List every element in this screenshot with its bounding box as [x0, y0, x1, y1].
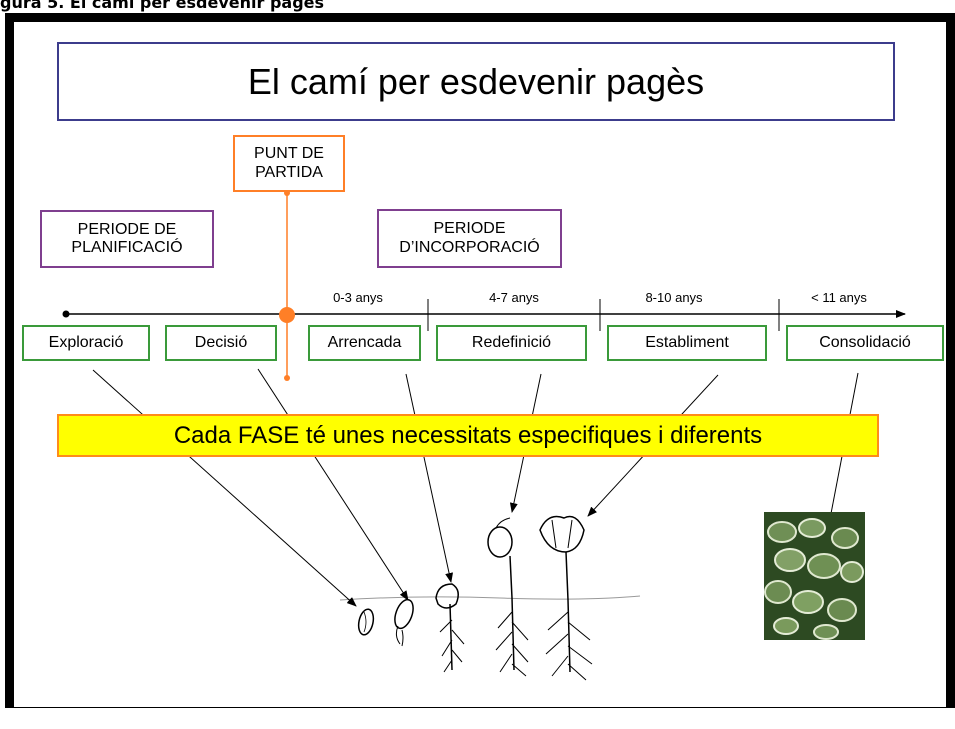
mature-plant-image [764, 512, 865, 640]
diagram-title: El camí per esdevenir pagès [57, 42, 895, 121]
soil-line [339, 595, 641, 601]
phase-connector-arrow [92, 369, 357, 607]
planning-period-line2: PLANIFICACIÓ [71, 239, 183, 256]
seed-illustration [357, 608, 375, 636]
phase-connector-arrow [257, 368, 409, 601]
figure-caption: gura 5. El camí per esdevenir pagès [0, 0, 325, 12]
phase-consolidacio: Consolidació [786, 325, 944, 361]
phase-establiment: Establiment [607, 325, 767, 361]
phase-exploracio: Exploració [22, 325, 150, 361]
phase-redefinicio: Redefinició [436, 325, 587, 361]
phase-connector-arrow [405, 373, 454, 583]
sprout-illustration [435, 583, 465, 673]
seedling-illustration [487, 517, 529, 677]
start-point-box: PUNT DE PARTIDA [233, 135, 345, 192]
timeline-tick-label: 8-10 anys [645, 290, 703, 305]
incorporation-period-line2: D’INCORPORACIÓ [399, 238, 540, 256]
start-point-bottom-dot [284, 375, 290, 381]
timeline-tick-label: < 11 anys [811, 290, 867, 305]
planning-period-box: PERIODE DE PLANIFICACIÓ [40, 210, 214, 268]
phase-needs-banner: Cada FASE té unes necessitats especifiqu… [57, 414, 879, 457]
phase-arrencada: Arrencada [308, 325, 421, 361]
incorporation-period-box: PERIODE D’INCORPORACIÓ [377, 209, 562, 268]
start-point-line2: PARTIDA [255, 163, 323, 181]
incorporation-period-line1: PERIODE [433, 220, 506, 238]
planning-period-line1: PERIODE DE [77, 220, 177, 238]
timeline-tick-label: 0-3 anys [333, 290, 383, 305]
timeline-tick-label: 4-7 anys [489, 290, 539, 305]
start-point-line1: PUNT DE [254, 145, 324, 163]
phase-decisio: Decisió [165, 325, 277, 361]
germinating-seed-illustration [394, 598, 414, 647]
young-plant-illustration [539, 515, 593, 681]
timeline-start-dot [62, 310, 70, 318]
start-point-dot [279, 307, 295, 323]
